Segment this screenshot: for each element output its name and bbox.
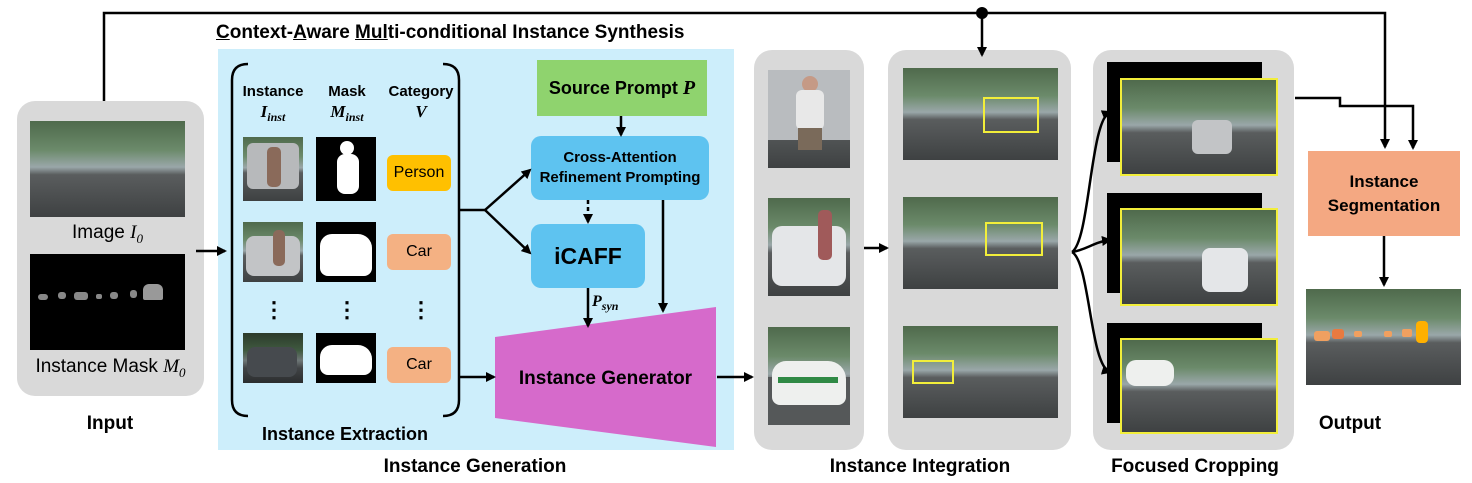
image-label: Image I0 [30,222,185,248]
category-car-2: Car [387,347,451,383]
ellipsis-instance: ⋮ [263,297,285,322]
title-part: Mul [355,22,388,43]
mask-symbol: M [163,356,180,377]
icaff-text: iCAFF [554,242,622,269]
instance-mask-label: Instance Mask M0 [20,356,201,382]
input-label: Input [86,413,134,434]
instance-generator-shape [495,307,716,447]
instance-crop-person [243,137,303,201]
integration-image-2 [903,197,1058,289]
instance-column-header: Instance Iinst [238,82,308,127]
capr-line-1: Cross-Attention [563,149,677,166]
integration-box-3 [912,360,954,384]
integration-box-2 [985,222,1043,256]
psyn-subscript: syn [601,299,619,314]
image-label-text: Image [72,222,125,243]
mask-header-symbol: M [330,102,346,121]
method-title: Context-Aware Multi-conditional Instance… [216,22,684,44]
output-image [1306,289,1461,385]
icaff-box: iCAFF [531,224,645,288]
source-prompt-symbol: P [682,76,696,99]
mask-column-header: Mask Minst [312,82,382,127]
image-subscript: 0 [136,230,143,246]
title-part: ware [306,22,356,43]
mask-header-text: Mask [328,83,366,100]
instance-generator-label: Instance Generator [518,368,693,389]
instance-header-subscript: inst [267,110,286,124]
extraction-bracket [230,62,249,418]
integration-to-crop-arrow-1 [1071,110,1112,254]
crop-front-2 [1120,208,1278,306]
integration-image-1 [903,68,1058,160]
cross-attention-refinement-prompting-box: Cross-Attention Refinement Prompting [531,136,709,200]
instance-header-symbol: I [260,102,268,121]
title-part: A [293,22,307,43]
instance-crop-car-1 [243,222,303,282]
segmentation-line-2: Segmentation [1327,195,1441,215]
category-column-header: Category V [384,82,458,123]
input-instance-mask [30,254,185,350]
instance-mask-person [316,137,376,201]
segmentation-line-1: Instance [1349,171,1419,191]
category-person: Person [387,155,451,191]
generated-car-patch-1 [768,198,850,296]
instance-segmentation-box: Instance Segmentation [1308,151,1460,236]
integration-box-1 [983,97,1039,133]
mask-header-subscript: inst [345,110,364,124]
psyn-symbol: P [592,293,602,310]
instance-integration-label: Instance Integration [829,456,1011,477]
title-part: C [216,22,230,43]
instance-mask-car-2 [316,333,376,383]
title-part: ontext- [229,22,294,43]
input-image [30,121,185,217]
capr-line-2: Refinement Prompting [539,169,701,186]
generated-person-patch [768,70,850,168]
psyn-label: Psyn [592,293,618,314]
crop-to-segmentation-arrow [1295,96,1418,150]
output-label: Output [1318,413,1382,434]
instance-mask-car-1 [316,222,376,282]
extraction-to-capr-arrow [484,168,532,211]
source-prompt-text: Source Prompt [548,77,678,98]
integration-to-crop-arrow-3 [1071,250,1112,375]
focused-cropping-label: Focused Cropping [1111,456,1279,477]
mask-subscript: 0 [179,364,186,380]
category-header-symbol: V [415,102,427,121]
instance-generation-label: Instance Generation [383,456,567,477]
crop-front-3 [1120,338,1278,434]
extraction-bracket-right [442,62,461,418]
integration-to-crop-arrow-2 [1071,236,1112,254]
mask-label-text: Instance Mask [35,356,158,377]
crop-front-1 [1120,78,1278,176]
instance-crop-car-2 [243,333,303,383]
integration-image-3 [903,326,1058,418]
title-part: ti-conditional Instance Synthesis [387,22,685,43]
instance-header-text: Instance [242,83,304,100]
ellipsis-mask: ⋮ [336,297,358,322]
image-symbol: I [130,222,137,243]
generated-car-patch-2 [768,327,850,425]
instance-extraction-label: Instance Extraction [261,424,429,444]
category-header-text: Category [388,83,454,100]
ellipsis-category: ⋮ [410,297,432,322]
extraction-to-icaff-arrow [484,209,532,255]
junction-dot [976,7,988,19]
source-prompt-box: Source Prompt P [537,60,707,116]
top-bypass-line [102,11,1390,149]
category-car-1: Car [387,234,451,270]
